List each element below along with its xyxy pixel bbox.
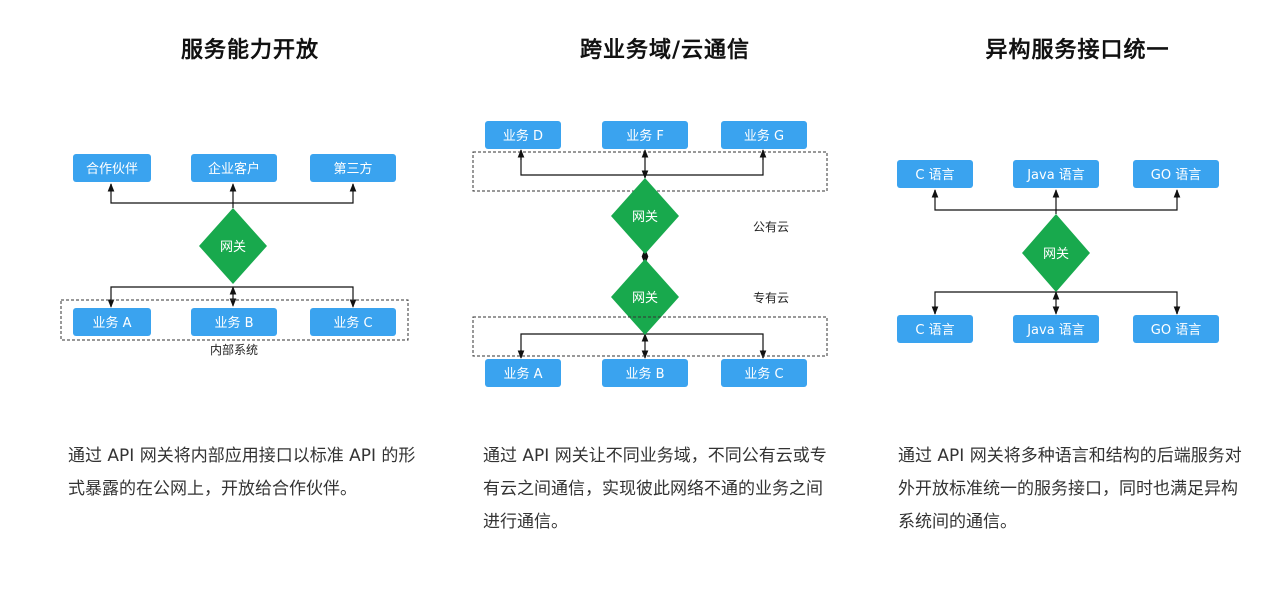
node-biz-a: 业务 A: [73, 308, 151, 336]
gateway-diamond-private: 网关: [611, 259, 679, 335]
panel-title: 跨业务域/云通信: [579, 38, 751, 63]
panel-description: 通过 API 网关将多种语言和结构的后端服务对外开放标准统一的服务接口，同时也满…: [898, 446, 1242, 532]
node-biz-c: 业务 C: [310, 308, 396, 336]
panel-title: 服务能力开放: [180, 38, 319, 63]
node-label: C 语言: [915, 323, 954, 338]
node-c-lang-top: C 语言: [897, 160, 973, 188]
node-biz-b: 业务 B: [602, 359, 688, 387]
private-cloud-label: 专有云: [753, 290, 789, 305]
panel-description: 通过 API 网关让不同业务域，不同公有云或专有云之间通信，实现彼此网络不通的业…: [483, 446, 827, 532]
node-label: 第三方: [333, 161, 372, 177]
gateway-label: 网关: [1043, 247, 1069, 262]
gateway-label: 网关: [632, 210, 658, 225]
panel-service-open: 服务能力开放 合作伙伴 企业客户 第三方 网关: [50, 0, 450, 592]
connector-lines: [517, 149, 767, 359]
node-partner: 合作伙伴: [73, 154, 151, 182]
node-label: Java 语言: [1026, 168, 1085, 183]
cross-domain-diagram: 业务 D 业务 F 业务 G 网关 网关 公有云 专有云 业务 A 业务 B: [472, 121, 828, 387]
node-label: 企业客户: [208, 161, 260, 177]
node-label: 业务 D: [503, 128, 543, 144]
gateway-label: 网关: [632, 291, 658, 306]
node-label: 业务 A: [92, 315, 131, 331]
node-label: 业务 G: [744, 128, 784, 144]
node-biz-g: 业务 G: [721, 121, 807, 149]
internal-system-group: [60, 299, 409, 341]
panel-title: 异构服务接口统一: [985, 38, 1170, 63]
node-label: 业务 C: [333, 315, 372, 331]
node-label: 业务 C: [744, 366, 783, 382]
panel-heterogeneous: 异构服务接口统一 C 语言 Java 语言 GO 语言 网关: [880, 0, 1275, 592]
node-label: 合作伙伴: [86, 162, 138, 177]
node-label: 业务 B: [625, 366, 664, 382]
gateway-diamond: 网关: [199, 208, 267, 284]
public-cloud-label: 公有云: [753, 220, 789, 234]
node-label: GO 语言: [1151, 168, 1201, 183]
node-biz-c: 业务 C: [721, 359, 807, 387]
gateway-diamond-public: 网关: [611, 178, 679, 254]
node-biz-d: 业务 D: [485, 121, 561, 149]
node-biz-a: 业务 A: [485, 359, 561, 387]
node-label: GO 语言: [1151, 323, 1201, 338]
node-java-lang-top: Java 语言: [1013, 160, 1099, 188]
panel-description: 通过 API 网关将内部应用接口以标准 API 的形式暴露的在公网上，开放给合作…: [68, 446, 416, 499]
private-cloud-group: [472, 316, 828, 357]
connector-lines: [107, 183, 357, 308]
node-biz-b: 业务 B: [191, 308, 277, 336]
node-go-lang-bottom: GO 语言: [1133, 315, 1219, 343]
node-label: 业务 B: [214, 315, 253, 331]
node-c-lang-bottom: C 语言: [897, 315, 973, 343]
node-label: Java 语言: [1026, 323, 1085, 338]
internal-system-label: 内部系统: [210, 342, 258, 357]
node-enterprise: 企业客户: [191, 154, 277, 182]
node-java-lang-bottom: Java 语言: [1013, 315, 1099, 343]
gateway-diamond: 网关: [1022, 214, 1090, 292]
node-label: 业务 A: [503, 366, 542, 382]
service-open-diagram: 合作伙伴 企业客户 第三方 网关 业务 A 业务 B 业务 C 内部系统: [60, 154, 409, 357]
heterogeneous-diagram: C 语言 Java 语言 GO 语言 网关 C 语言 Java 语言 GO 语言: [897, 160, 1219, 343]
node-go-lang-top: GO 语言: [1133, 160, 1219, 188]
gateway-label: 网关: [220, 240, 246, 255]
node-biz-f: 业务 F: [602, 121, 688, 149]
node-label: C 语言: [915, 168, 954, 183]
panel-cross-domain: 跨业务域/云通信 业务 D 业务 F 业务 G: [465, 0, 865, 592]
node-label: 业务 F: [626, 128, 664, 144]
node-third-party: 第三方: [310, 154, 396, 182]
